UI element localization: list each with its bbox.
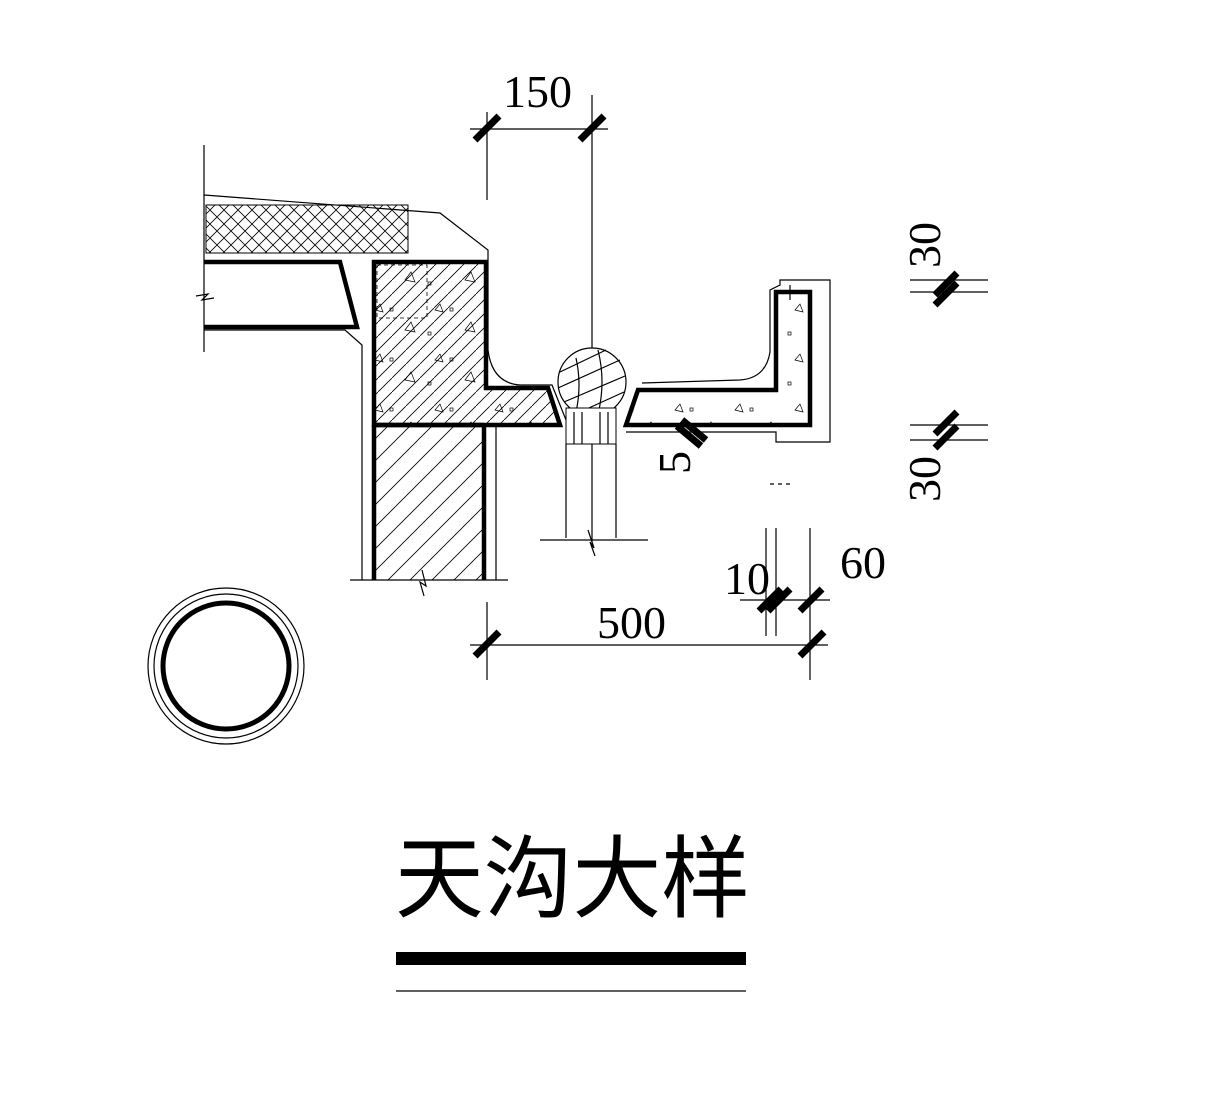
pipe-section bbox=[147, 587, 305, 745]
dimension-5: 5 bbox=[649, 417, 709, 474]
drawing-title: 天沟大样 bbox=[395, 827, 750, 992]
dim-label-30-lower: 30 bbox=[899, 456, 950, 502]
wall-below bbox=[350, 355, 560, 597]
dimension-500: 500 bbox=[470, 597, 828, 680]
dim-label-30-upper: 30 bbox=[899, 222, 950, 268]
dimension-10-60: 10 60 bbox=[724, 528, 886, 680]
dimension-30-lower: 30 bbox=[899, 409, 988, 502]
dimension-150: 150 bbox=[470, 66, 608, 200]
dimension-30-upper: 30 bbox=[899, 222, 988, 308]
dim-label-5: 5 bbox=[649, 451, 700, 474]
gutter-concrete-left bbox=[371, 259, 564, 428]
title-underline-thick bbox=[396, 952, 746, 965]
dim-label-10: 10 bbox=[724, 553, 770, 604]
gutter-concrete-right bbox=[622, 279, 831, 485]
drain-outlet bbox=[540, 95, 648, 557]
dim-label-500: 500 bbox=[597, 597, 666, 648]
title-text: 天沟大样 bbox=[395, 827, 750, 932]
insulation-layer bbox=[205, 204, 409, 254]
dim-label-60: 60 bbox=[840, 537, 886, 588]
dim-label-150: 150 bbox=[503, 66, 572, 117]
roof-slab bbox=[195, 145, 569, 426]
